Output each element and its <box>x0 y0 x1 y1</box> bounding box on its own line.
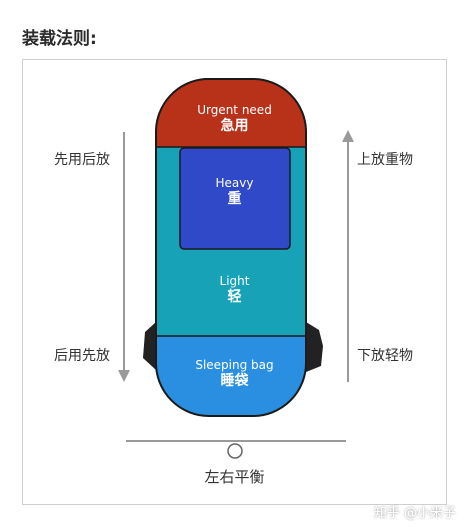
left-bottom-label: 后用先放 <box>54 348 110 364</box>
balance-label: 左右平衡 <box>204 468 265 486</box>
arrow-down-icon <box>118 132 130 382</box>
page-title: 装载法则: <box>22 29 97 49</box>
urgent-label: Urgent need 急用 <box>23 103 446 136</box>
heavy-label-en: Heavy <box>215 176 254 190</box>
heavy-section <box>179 147 291 250</box>
right-top-label: 上放重物 <box>357 152 413 168</box>
arrow-up-icon <box>342 130 354 382</box>
left-top-label: 先用后放 <box>54 152 110 168</box>
diagram-frame: Urgent need 急用 Heavy 重 Light 轻 Sleeping … <box>22 59 447 505</box>
light-label-en: Light <box>219 274 250 288</box>
backpack-diagram <box>118 78 354 459</box>
heavy-label: Heavy 重 <box>23 176 446 209</box>
sleeping-bag-label-cn: 睡袋 <box>220 373 249 389</box>
sleeping-bag-label-en: Sleeping bag <box>195 358 274 372</box>
light-label: Light 轻 <box>23 274 446 307</box>
sleeping-bag-section <box>155 336 306 416</box>
right-bottom-label: 下放轻物 <box>357 348 413 364</box>
balance-pivot-icon <box>126 440 346 459</box>
left-strap <box>143 322 156 370</box>
urgent-section <box>155 79 306 147</box>
urgent-label-cn: 急用 <box>220 118 249 134</box>
watermark: 知乎 @小米子 <box>373 506 456 521</box>
right-strap <box>306 322 323 372</box>
urgent-label-en: Urgent need <box>197 103 272 117</box>
heavy-label-cn: 重 <box>227 191 242 207</box>
sleeping-bag-label: Sleeping bag 睡袋 <box>23 358 446 391</box>
backpack-outline <box>154 78 307 417</box>
light-label-cn: 轻 <box>227 289 242 305</box>
